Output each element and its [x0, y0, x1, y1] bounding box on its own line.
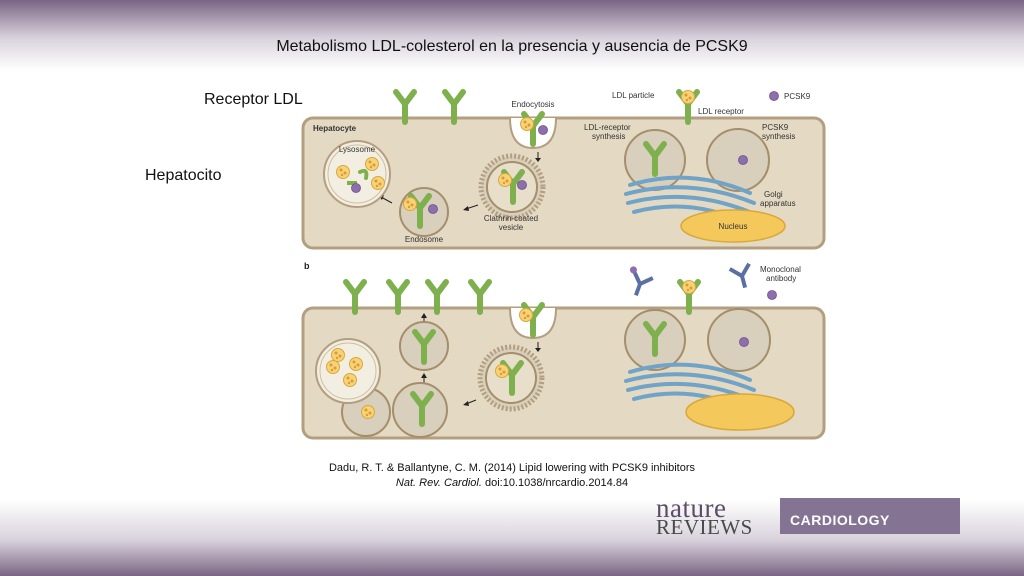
- pcsk9-icon: [517, 180, 527, 190]
- pcsk9-synthesis-label-1: PCSK9: [762, 123, 789, 132]
- panel-a: Hepatocyte Endocytosis LDL particle LDL …: [301, 90, 826, 250]
- monoclonal-antibody-label-2: antibody: [766, 274, 796, 283]
- ldl-particle-icon: [403, 197, 417, 211]
- pcsk9-icon: [738, 155, 748, 165]
- receptor-ldl-label: Receptor LDL: [204, 91, 303, 108]
- golgi-label-1: Golgi: [764, 190, 783, 199]
- pcsk9-synthesis: [707, 308, 771, 372]
- pcsk9-icon: [739, 337, 749, 347]
- ldl-particle-icon: [365, 157, 379, 171]
- pcsk9-icon: [538, 125, 548, 135]
- nucleus: [685, 393, 795, 431]
- ldl-receptor-synthesis-label-2: synthesis: [592, 132, 625, 141]
- pcsk9-icon: [351, 183, 361, 193]
- ldl-particle-icon: [682, 280, 696, 294]
- pcsk9-icon: [428, 204, 438, 214]
- endosome: [399, 187, 449, 237]
- pcsk9-synthesis-label-2: synthesis: [762, 132, 795, 141]
- lysosome-label: Lysosome: [339, 145, 376, 154]
- ldl-particle-icon: [361, 405, 375, 419]
- logo-reviews: REVIEWS: [656, 515, 753, 539]
- monoclonal-antibody-icon: [728, 262, 751, 289]
- ldl-particle-legend: LDL particle: [612, 91, 655, 100]
- monoclonal-antibody-label-1: Monoclonal: [760, 265, 801, 274]
- lysosome: [315, 338, 381, 404]
- hepatocyte-label: Hepatocyte: [313, 124, 357, 133]
- monoclonal-antibody-icon: [629, 266, 654, 296]
- ldl-receptor-legend: LDL receptor: [698, 107, 744, 116]
- ldl-particle-icon: [520, 117, 534, 131]
- golgi-label-2: apparatus: [760, 199, 796, 208]
- nucleus: [680, 209, 786, 243]
- panel-b: b Monoclonal antibody: [301, 261, 826, 440]
- endosome-label: Endosome: [405, 235, 444, 244]
- ldl-particle-icon: [371, 176, 385, 190]
- hepatocito-label: Hepatocito: [145, 167, 222, 184]
- ldl-particle-icon: [349, 357, 363, 371]
- citation-journal: Nat. Rev. Cardiol.: [395, 477, 482, 489]
- ldl-particle-icon: [336, 165, 350, 179]
- ldl-particle-icon: [498, 173, 512, 187]
- clathrin-label-1: Clathrin-coated: [484, 214, 538, 223]
- citation-line-1: Dadu, R. T. & Ballantyne, C. M. (2014) L…: [328, 462, 696, 474]
- logo-cardiology: CARDIOLOGY: [790, 512, 890, 528]
- ldl-particle-icon: [326, 360, 340, 374]
- clathrin-label-2: vesicle: [499, 223, 524, 232]
- panel-b-label: b: [304, 261, 310, 271]
- ldl-particle-icon: [331, 348, 345, 362]
- ldl-particle-icon: [681, 90, 695, 104]
- pcsk9-legend: PCSK9: [784, 92, 811, 101]
- ldl-receptor-synthesis-label-1: LDL-receptor: [584, 123, 631, 132]
- logo-nature: nature: [656, 493, 727, 523]
- slide-title: Metabolismo LDL-colesterol en la presenc…: [276, 38, 748, 55]
- citation-doi: doi:10.1038/nrcardio.2014.84: [481, 477, 629, 489]
- ldl-particle-icon: [343, 373, 357, 387]
- citation-line-2: Nat. Rev. Cardiol. doi:10.1038/nrcardio.…: [0, 477, 1024, 489]
- nucleus-label: Nucleus: [719, 222, 748, 231]
- pcsk9-synthesis: [706, 128, 770, 192]
- pcsk9-icon: [767, 290, 777, 300]
- endocytosis-label: Endocytosis: [511, 100, 554, 109]
- ldl-particle-icon: [495, 364, 509, 378]
- ldl-particle-icon: [519, 308, 533, 322]
- pcsk9-icon: [769, 91, 779, 101]
- logo-bar: [780, 498, 960, 534]
